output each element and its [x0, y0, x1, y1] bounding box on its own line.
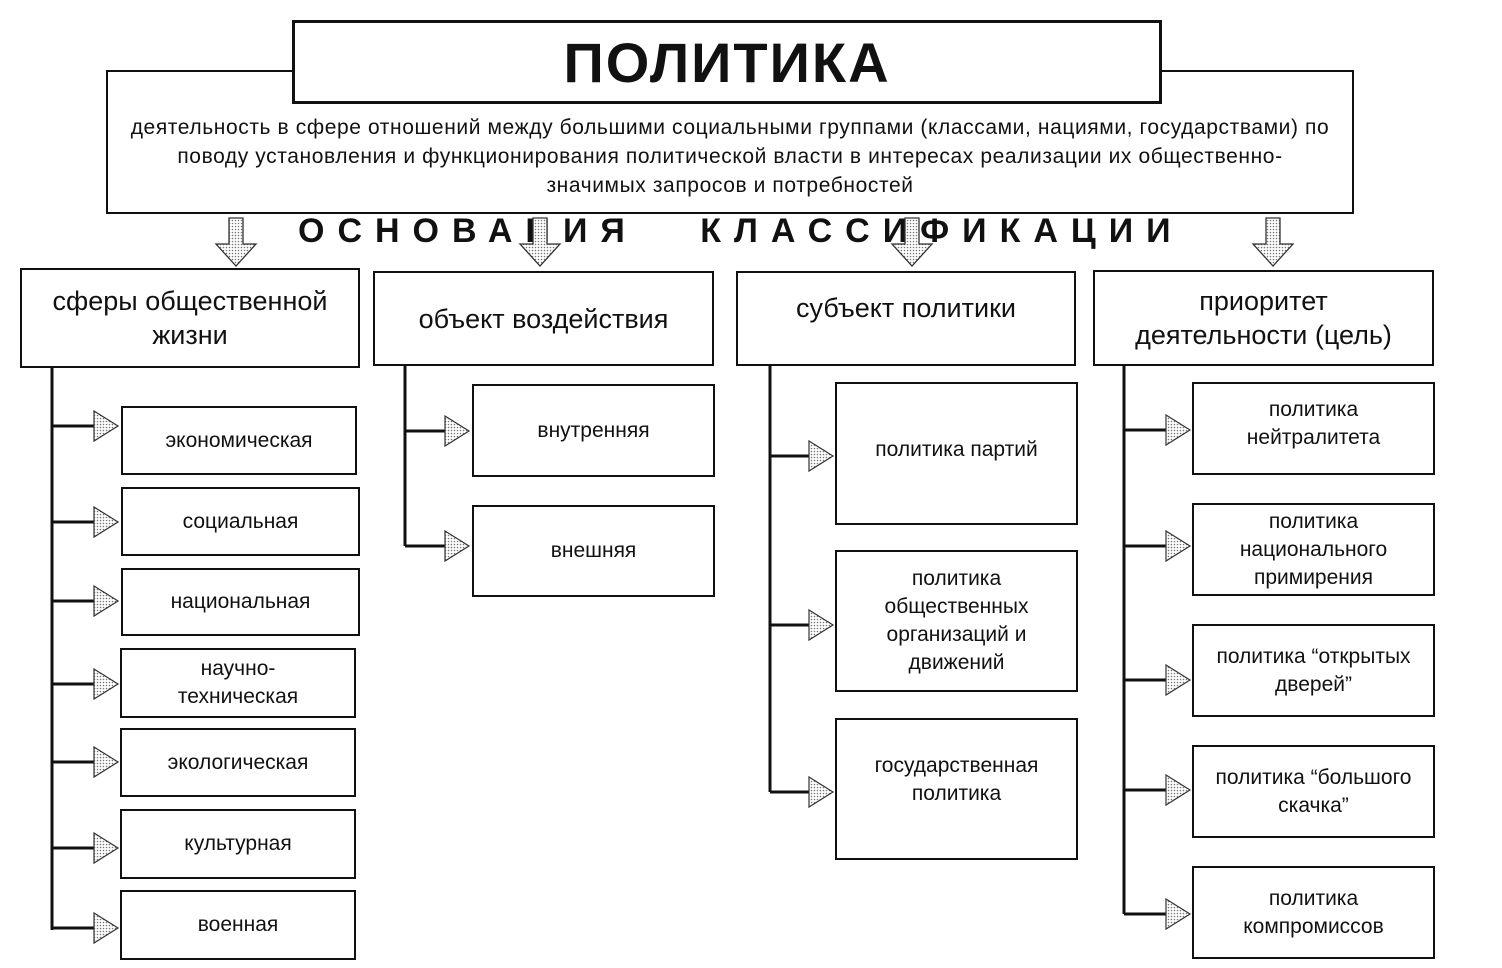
item-label: социальная — [182, 509, 299, 533]
category-label: субъект политики — [796, 293, 1016, 323]
item-label: культурная — [184, 832, 292, 855]
item-label: государственная политика — [874, 754, 1039, 805]
item-open-doors: политика “открытых дверей” — [1192, 624, 1435, 717]
item-national: национальная — [121, 568, 360, 636]
item-label: политика “открытых дверей” — [1216, 644, 1411, 696]
item-label: политика “большого скачка” — [1215, 765, 1412, 817]
item-label: внутренняя — [537, 418, 650, 442]
category-label: приоритет деятельности (цель) — [1135, 286, 1392, 350]
item-label: экономическая — [165, 428, 313, 452]
category-label: сферы общественной жизни — [52, 286, 328, 350]
item-organizations-politics: политика общественных организаций и движ… — [835, 550, 1078, 692]
item-economic: экономическая — [121, 406, 357, 475]
item-internal: внутренняя — [472, 384, 715, 477]
item-compromises: политика компромиссов — [1192, 866, 1435, 959]
item-state-politics: государственная политика — [835, 718, 1078, 860]
category-priority: приоритет деятельности (цель) — [1093, 270, 1434, 366]
item-label: политика компромиссов — [1243, 886, 1384, 938]
item-label: политика нейтралитета — [1246, 398, 1381, 449]
item-cultural: культурная — [120, 809, 356, 879]
category-spheres: сферы общественной жизни — [20, 268, 360, 368]
page-title: ПОЛИТИКА — [563, 30, 891, 94]
item-external: внешняя — [472, 505, 715, 597]
item-label: внешняя — [550, 539, 637, 562]
definition-text: деятельность в сфере отношений между бол… — [130, 116, 1330, 197]
item-scientific: научно-техническая — [120, 648, 356, 718]
item-reconciliation: политика национального примирения — [1192, 503, 1435, 596]
item-neutrality: политика нейтралитета — [1192, 382, 1435, 475]
classification-heading: ОСНОВАНИЯ КЛАССИФИКАЦИИ — [298, 212, 1184, 250]
category-object: объект воздействия — [373, 271, 714, 366]
item-label: политика партий — [875, 438, 1038, 461]
item-label: национальная — [170, 590, 311, 613]
item-social: социальная — [121, 487, 360, 556]
title-box: ПОЛИТИКА — [292, 20, 1162, 104]
item-label: политика национального примирения — [1239, 509, 1388, 589]
item-party-politics: политика партий — [835, 382, 1078, 525]
category-label: объект воздействия — [418, 303, 669, 334]
item-label: экологическая — [167, 750, 309, 774]
item-label: политика общественных организаций и движ… — [884, 567, 1029, 674]
category-subject: субъект политики — [736, 271, 1076, 366]
item-label: научно-техническая — [177, 657, 299, 708]
item-ecological: экологическая — [120, 728, 356, 797]
item-military: военная — [120, 890, 356, 960]
item-label: военная — [197, 913, 279, 936]
item-great-leap: политика “большого скачка” — [1192, 745, 1435, 838]
